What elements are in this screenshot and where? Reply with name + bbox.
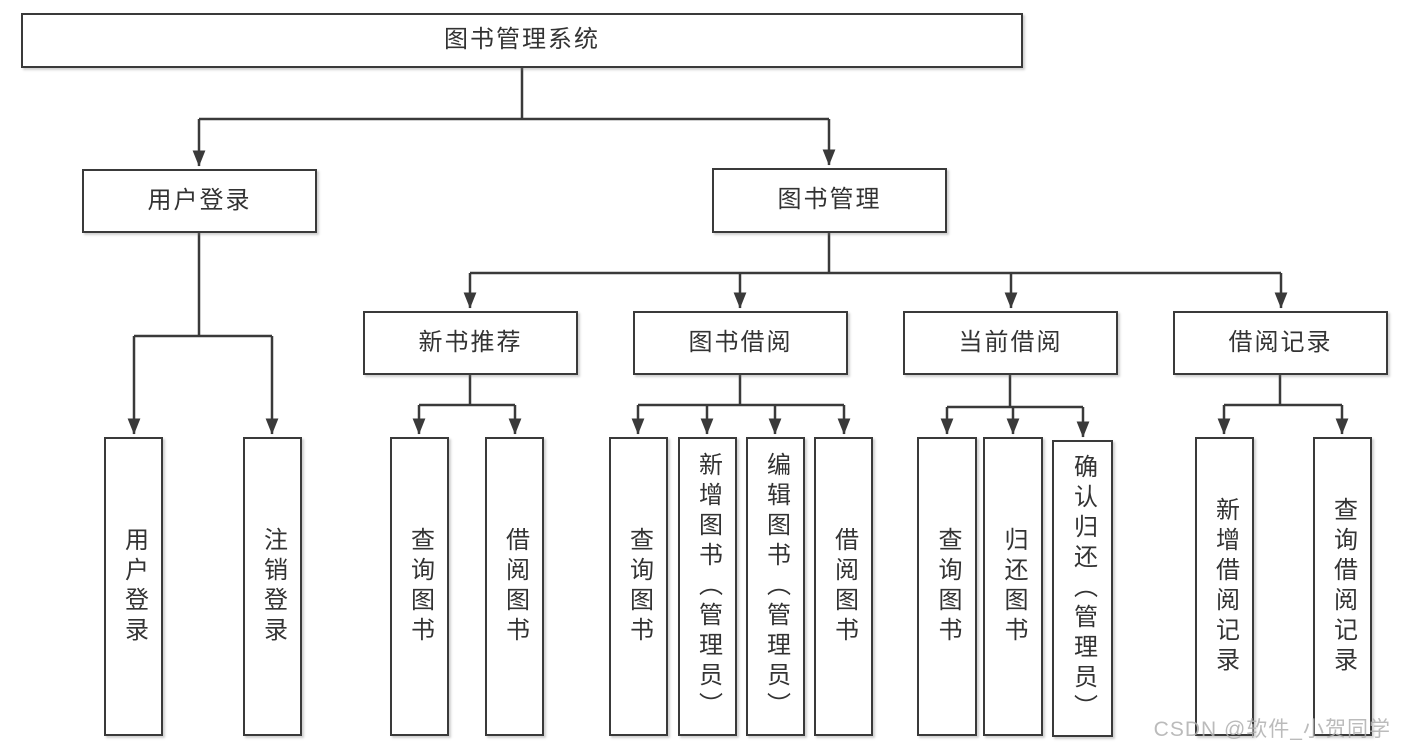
node-new-book-recommend: 新书推荐 [363, 311, 578, 375]
node-leaf-confirm-return-admin-label: 确认归还（管理员） [1069, 453, 1097, 724]
node-leaf-query-books-3-label: 查询图书 [934, 526, 961, 647]
node-current-borrowing: 当前借阅 [903, 311, 1118, 375]
node-leaf-query-books-2-label: 查询图书 [625, 526, 653, 647]
node-leaf-return-books: 归还图书 [983, 437, 1043, 736]
node-leaf-user-login: 用户登录 [104, 437, 163, 736]
node-borrowing-records-label: 借阅记录 [1228, 328, 1333, 356]
node-borrowing-records: 借阅记录 [1173, 311, 1388, 375]
node-leaf-query-books-1: 查询图书 [390, 437, 449, 736]
node-book-borrowing: 图书借阅 [633, 311, 848, 375]
node-book-management: 图书管理 [712, 168, 947, 233]
node-leaf-return-books-label: 归还图书 [1000, 526, 1027, 647]
node-leaf-logout: 注销登录 [243, 437, 302, 736]
node-leaf-logout-label: 注销登录 [259, 526, 287, 647]
node-book-system-root-label: 图书管理系统 [444, 26, 600, 54]
node-leaf-confirm-return-admin: 确认归还（管理员） [1052, 440, 1113, 737]
node-book-management-label: 图书管理 [777, 186, 882, 214]
node-leaf-edit-books-admin: 编辑图书（管理员） [746, 437, 805, 736]
node-user-login-label: 用户登录 [147, 186, 252, 214]
node-leaf-query-borrow-record: 查询借阅记录 [1313, 437, 1372, 736]
node-leaf-add-borrow-record: 新增借阅记录 [1195, 437, 1254, 736]
node-current-borrowing-label: 当前借阅 [958, 328, 1063, 356]
watermark: CSDN @软件_小贺同学 [1153, 718, 1391, 741]
node-leaf-query-borrow-record-label: 查询借阅记录 [1329, 496, 1357, 677]
connector-arrows [127, 119, 1349, 438]
node-new-book-recommend-label: 新书推荐 [418, 328, 523, 356]
node-leaf-borrow-books-2: 借阅图书 [814, 437, 873, 736]
node-book-borrowing-label: 图书借阅 [688, 328, 793, 356]
node-leaf-borrow-books-1-label: 借阅图书 [501, 526, 529, 647]
node-leaf-query-books-3: 查询图书 [917, 437, 977, 736]
node-leaf-query-books-2: 查询图书 [609, 437, 668, 736]
node-leaf-edit-books-admin-label: 编辑图书（管理员） [762, 451, 790, 722]
node-leaf-user-login-label: 用户登录 [120, 526, 148, 647]
node-leaf-borrow-books-1: 借阅图书 [485, 437, 544, 736]
node-user-login: 用户登录 [82, 169, 317, 233]
node-book-system-root: 图书管理系统 [21, 13, 1023, 68]
node-leaf-borrow-books-2-label: 借阅图书 [830, 526, 858, 647]
node-leaf-query-books-1-label: 查询图书 [406, 526, 434, 647]
node-leaf-add-books-admin: 新增图书（管理员） [678, 437, 737, 736]
node-leaf-add-borrow-record-label: 新增借阅记录 [1211, 496, 1239, 677]
node-leaf-add-books-admin-label: 新增图书（管理员） [694, 451, 722, 722]
